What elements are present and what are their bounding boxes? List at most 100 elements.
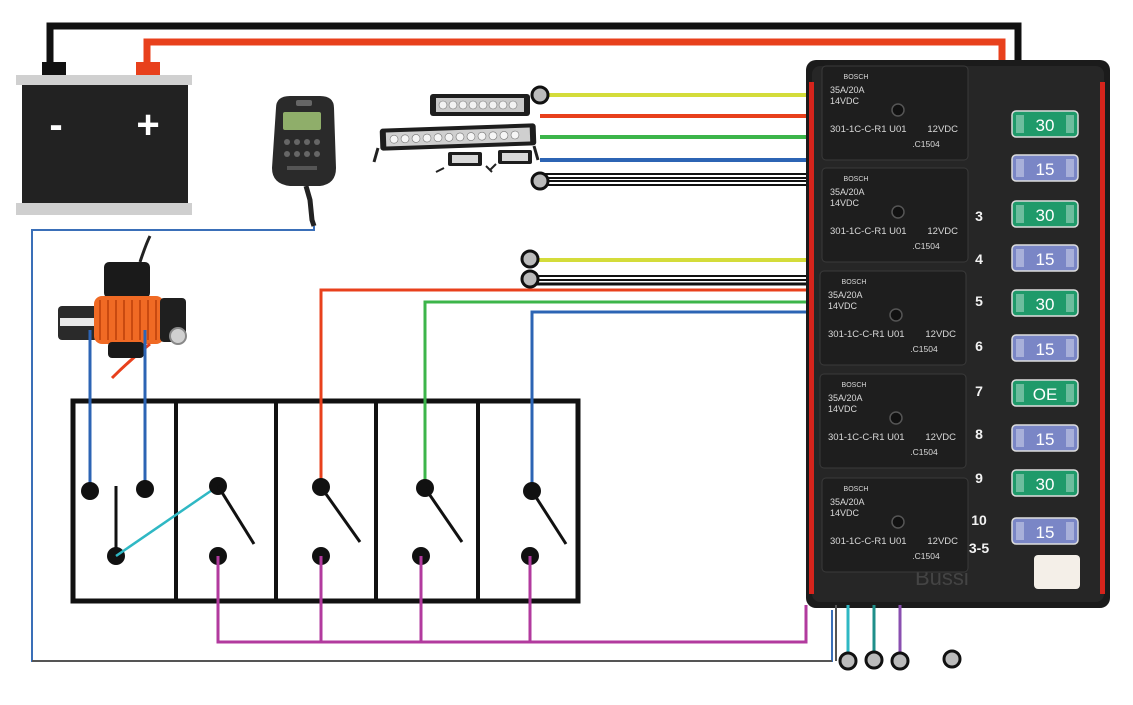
relay-code: .C1504 <box>912 139 940 149</box>
battery-negative-wire <box>46 22 1022 80</box>
fuse-number-label: 7 <box>975 383 983 399</box>
switch-panel <box>70 398 581 604</box>
fuse-rating: 15 <box>1036 340 1055 359</box>
fuse-number-label: 6 <box>975 338 983 354</box>
relay-coil-voltage: 12VDC <box>927 226 958 237</box>
relay-voltage: 14VDC <box>828 301 858 311</box>
relay-part-number: 301-1C-C-R1 U01 <box>830 124 907 135</box>
bottom-terminal-1 <box>838 651 858 671</box>
light-bar-wires <box>530 85 808 191</box>
terminal-aux-2 <box>520 269 540 289</box>
fuse-7: OE <box>1011 379 1079 407</box>
relay-voltage: 14VDC <box>830 198 860 208</box>
fuse-number-label: 5 <box>975 293 983 309</box>
bottom-terminal-3 <box>890 651 910 671</box>
relay-rating: 35A/20A <box>830 497 865 507</box>
fuse-rating: 15 <box>1036 250 1055 269</box>
relay-voltage: 14VDC <box>830 508 860 518</box>
switch-winch-terminal-1 <box>81 482 99 500</box>
switch-3 <box>312 288 808 565</box>
relay-box-red-strip-right <box>1100 82 1105 594</box>
fuse-1: 30 <box>1011 110 1079 138</box>
relay-logo: BOSCH <box>844 176 869 183</box>
relay-coil-voltage: 12VDC <box>925 432 956 443</box>
relay-logo: BOSCH <box>842 279 867 286</box>
fuse-8: 15 <box>1011 424 1079 452</box>
fuse-number-label: 8 <box>975 426 983 442</box>
relay-coil-voltage: 12VDC <box>927 124 958 135</box>
fuse-rating: OE <box>1033 385 1058 404</box>
relay-code: .C1504 <box>912 241 940 251</box>
relay-part-number: 301-1C-C-R1 U01 <box>828 329 905 340</box>
relay-code: .C1504 <box>910 447 938 457</box>
fuse-5: 30 <box>1011 289 1079 317</box>
fuse-number-label: 3-5 <box>969 540 989 556</box>
terminal-aux-1 <box>520 249 540 269</box>
switch-2 <box>209 477 256 565</box>
relay-coil-voltage: 12VDC <box>925 329 956 340</box>
fuse-rating: 15 <box>1036 523 1055 542</box>
battery-top-strip <box>16 75 192 85</box>
spare-fuse-slot <box>1034 555 1080 589</box>
bottom-terminal-2 <box>864 650 884 670</box>
fuse-number-label: 10 <box>971 512 987 528</box>
fuse-rating: 30 <box>1036 295 1055 314</box>
switch-common-bus-wire <box>216 556 808 644</box>
relay-code: .C1504 <box>912 551 940 561</box>
relay-rating: 35A/20A <box>828 393 863 403</box>
relay-part-number: 301-1C-C-R1 U01 <box>830 536 907 547</box>
switch-panel-frame <box>70 398 581 604</box>
cb-microphone-icon <box>272 96 336 227</box>
battery-positive-post <box>136 62 160 76</box>
fuse-rating: 15 <box>1036 160 1055 179</box>
fuse-10: 15 <box>1011 517 1079 545</box>
winch-icon <box>58 235 187 380</box>
relay-rating: 35A/20A <box>830 187 865 197</box>
battery-negative-post <box>42 62 66 76</box>
switch-winch-terminal-2 <box>136 480 154 498</box>
fuse-number-label: 4 <box>975 251 983 267</box>
relay-logo: BOSCH <box>844 74 869 81</box>
terminal-light-bar-2 <box>530 171 550 191</box>
relay-rating: 35A/20A <box>830 85 865 95</box>
battery-bottom-strip <box>16 203 192 215</box>
battery-positive-label: + <box>136 103 159 147</box>
microphone-ground-wire <box>31 226 833 662</box>
auxiliary-terminal-wires <box>520 249 808 289</box>
relay-rating: 35A/20A <box>828 290 863 300</box>
relay-box-red-strip-left <box>809 82 814 594</box>
bottom-terminal-4 <box>942 649 962 669</box>
fuse-rating: 30 <box>1036 475 1055 494</box>
fuse-number-label: 3 <box>975 208 983 224</box>
battery-negative-label: - <box>49 103 62 147</box>
relay-logo: BOSCH <box>842 382 867 389</box>
led-light-bar-icon <box>372 94 540 173</box>
fuse-rating: 30 <box>1036 116 1055 135</box>
switch-winch <box>81 330 219 565</box>
relay-part-number: 301-1C-C-R1 U01 <box>830 226 907 237</box>
relay-part-number: 301-1C-C-R1 U01 <box>828 432 905 443</box>
fuse-3: 30 <box>1011 200 1079 228</box>
relay-code: .C1504 <box>910 344 938 354</box>
fuse-4: 15 <box>1011 244 1079 272</box>
battery-body <box>22 85 188 205</box>
bottom-terminals <box>835 605 962 671</box>
relay-coil-voltage: 12VDC <box>927 536 958 547</box>
fuse-6: 15 <box>1011 334 1079 362</box>
fuse-rating: 15 <box>1036 430 1055 449</box>
fuse-2: 15 <box>1011 154 1079 182</box>
terminal-light-bar-1 <box>530 85 550 105</box>
relay-logo: BOSCH <box>844 486 869 493</box>
relay-voltage: 14VDC <box>828 404 858 414</box>
fuse-rating: 30 <box>1036 206 1055 225</box>
